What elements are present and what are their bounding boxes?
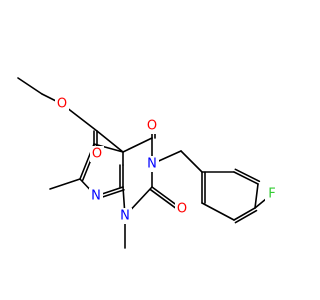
atom-o-ester-single: O	[55, 96, 69, 112]
svg-text:N: N	[147, 157, 157, 172]
bond-line-32	[234, 209, 258, 224]
svg-text:O: O	[147, 119, 157, 134]
atom-o-c2: O	[175, 201, 189, 217]
atom-n1: N	[118, 208, 132, 224]
svg-text:O: O	[57, 97, 67, 112]
svg-text:N: N	[120, 209, 130, 224]
svg-text:N: N	[91, 189, 101, 204]
atom-f: F	[265, 186, 279, 202]
atom-o-c4: O	[145, 118, 159, 134]
bond-line-33	[201, 202, 235, 221]
atom-labels: O O O O N N N F	[55, 96, 279, 224]
bond-line-5	[96, 130, 124, 153]
chemical-structure: O O O O N N N F	[17, 77, 279, 249]
bond-line-28	[233, 171, 259, 185]
atom-n8: N	[89, 188, 103, 204]
bond-line-26	[180, 150, 203, 173]
bond-line-0	[17, 77, 43, 95]
svg-text:O: O	[177, 202, 187, 217]
bond-line-6	[122, 137, 153, 153]
bond-line-21	[93, 143, 124, 153]
atom-o-ester-double: O	[90, 146, 104, 162]
bond-line-18	[49, 178, 81, 190]
bond-line-31	[233, 207, 256, 221]
atom-n3: N	[145, 156, 159, 172]
bond-line-30	[254, 183, 259, 209]
svg-text:F: F	[268, 187, 275, 202]
bond-line-29	[234, 168, 261, 183]
svg-text:O: O	[92, 147, 102, 162]
